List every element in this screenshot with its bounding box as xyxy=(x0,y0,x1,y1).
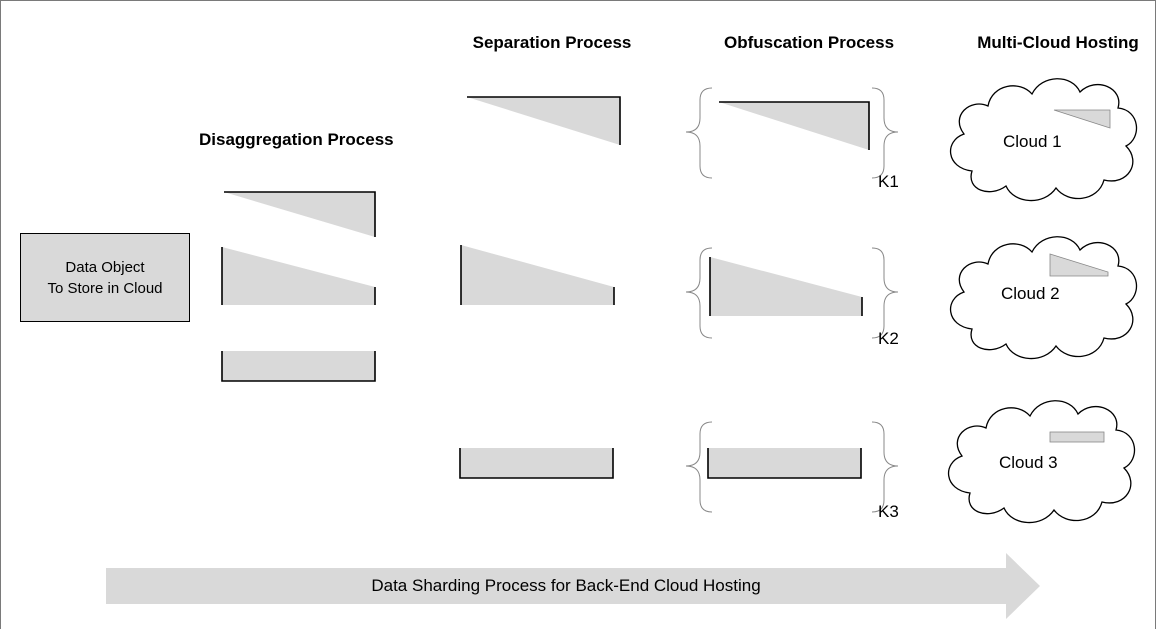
left-brace xyxy=(685,87,713,179)
heading-obfuscation: Obfuscation Process xyxy=(723,33,895,52)
cloud-label-2: Cloud 2 xyxy=(1001,284,1060,303)
data-object-box: Data Object To Store in Cloud xyxy=(20,233,190,322)
heading-hosting: Multi-Cloud Hosting xyxy=(977,33,1139,52)
cloud-2-shape xyxy=(949,236,1138,360)
left-brace xyxy=(685,247,713,339)
obfuscation-pieces xyxy=(685,87,899,513)
obf-piece-1 xyxy=(685,87,899,179)
cloud-1-shape xyxy=(949,78,1138,202)
heading-disaggregation: Disaggregation Process xyxy=(199,130,394,149)
disaggregation-pieces xyxy=(221,191,376,382)
sep-piece-1 xyxy=(467,96,621,145)
sep-piece-3 xyxy=(459,448,614,479)
obf-piece-3 xyxy=(685,421,899,513)
process-arrow xyxy=(106,553,1040,619)
key-label-k1: K1 xyxy=(878,172,899,191)
right-brace xyxy=(871,421,899,513)
key-label-k2: K2 xyxy=(878,329,899,348)
cloud-label-3: Cloud 3 xyxy=(999,453,1058,472)
obf-piece-2 xyxy=(685,247,899,339)
disagg-piece-1 xyxy=(224,191,376,237)
data-object-line-1: Data Object xyxy=(65,258,145,276)
key-label-k3: K3 xyxy=(878,502,899,521)
disagg-piece-2 xyxy=(221,247,376,305)
left-brace xyxy=(685,421,713,513)
data-object-line-2: To Store in Cloud xyxy=(47,279,163,297)
cloud-label-1: Cloud 1 xyxy=(1003,132,1062,151)
right-brace xyxy=(871,87,899,179)
cloud-3-shape xyxy=(947,400,1136,524)
clouds xyxy=(947,78,1138,524)
sep-piece-2 xyxy=(460,245,615,305)
disagg-piece-3 xyxy=(221,351,376,382)
heading-separation: Separation Process xyxy=(472,33,632,52)
process-arrow-label: Data Sharding Process for Back-End Cloud… xyxy=(371,576,761,595)
right-brace xyxy=(871,247,899,339)
separation-pieces xyxy=(459,96,621,479)
